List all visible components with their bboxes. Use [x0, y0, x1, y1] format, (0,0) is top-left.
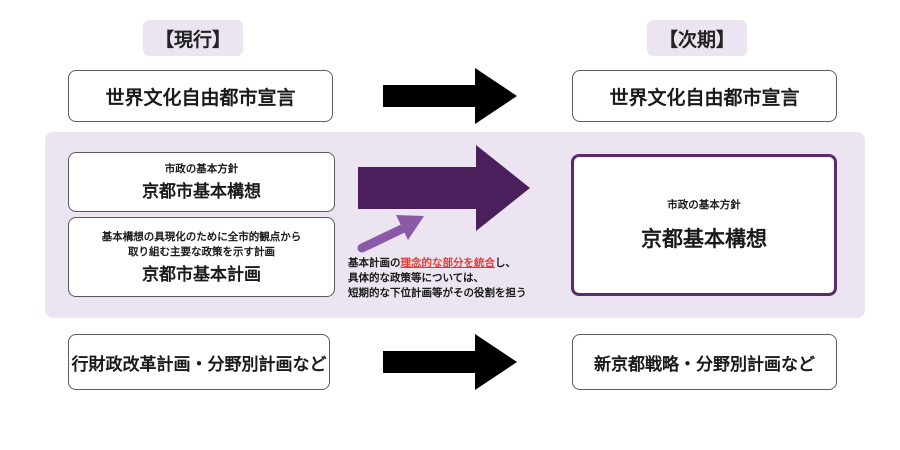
- current-plan-subtitle-line1: 基本構想の具現化のために全市的観点から: [101, 230, 302, 243]
- next-declaration-text: 世界文化自由都市宣言: [609, 86, 800, 109]
- current-plan-title: 京都市基本計画: [142, 264, 261, 285]
- note-highlight: 理念的な部分を統合: [400, 257, 496, 269]
- policy-arrow: [358, 145, 530, 231]
- note-line-3: 短期的な下位計画等がその役割を担う: [348, 287, 527, 299]
- current-declaration-text: 世界文化自由都市宣言: [105, 86, 296, 109]
- current-concept-box: 市政の基本方針 京都市基本構想: [68, 152, 335, 212]
- plans-arrow: [383, 334, 517, 390]
- integration-note: 基本計画の理念的な部分を統合し、 具体的な政策等については、 短期的な下位計画等…: [348, 256, 568, 301]
- note-line-2: 具体的な政策等については、: [348, 272, 484, 284]
- current-plans-box: 行財政改革計画・分野別計画など: [68, 334, 330, 390]
- note-suffix: し、: [495, 257, 516, 269]
- next-declaration-box: 世界文化自由都市宣言: [572, 70, 837, 122]
- next-concept-subtitle: 市政の基本方針: [667, 198, 741, 211]
- current-concept-title: 京都市基本構想: [142, 182, 261, 202]
- current-plans-text: 行財政改革計画・分野別計画など: [71, 354, 327, 375]
- next-concept-box: 市政の基本方針 京都基本構想: [571, 154, 837, 296]
- next-concept-title: 京都基本構想: [641, 226, 767, 251]
- current-declaration-box: 世界文化自由都市宣言: [68, 70, 333, 122]
- current-concept-subtitle: 市政の基本方針: [164, 163, 239, 175]
- current-column-label: 【現行】: [143, 20, 243, 56]
- current-plan-subtitle-line2: 取り組む主要な政策を示す計画: [128, 245, 275, 258]
- next-plans-text: 新京都戦略・分野別計画など: [594, 354, 815, 375]
- note-prefix: 基本計画の: [348, 257, 401, 269]
- integration-arrow: [357, 215, 424, 253]
- next-plans-box: 新京都戦略・分野別計画など: [572, 334, 837, 390]
- declaration-arrow: [383, 68, 517, 124]
- current-plan-box: 基本構想の具現化のために全市的観点から 取り組む主要な政策を示す計画 京都市基本…: [68, 217, 335, 297]
- note-line-1: 基本計画の理念的な部分を統合し、: [348, 256, 568, 271]
- next-column-label: 【次期】: [647, 20, 747, 56]
